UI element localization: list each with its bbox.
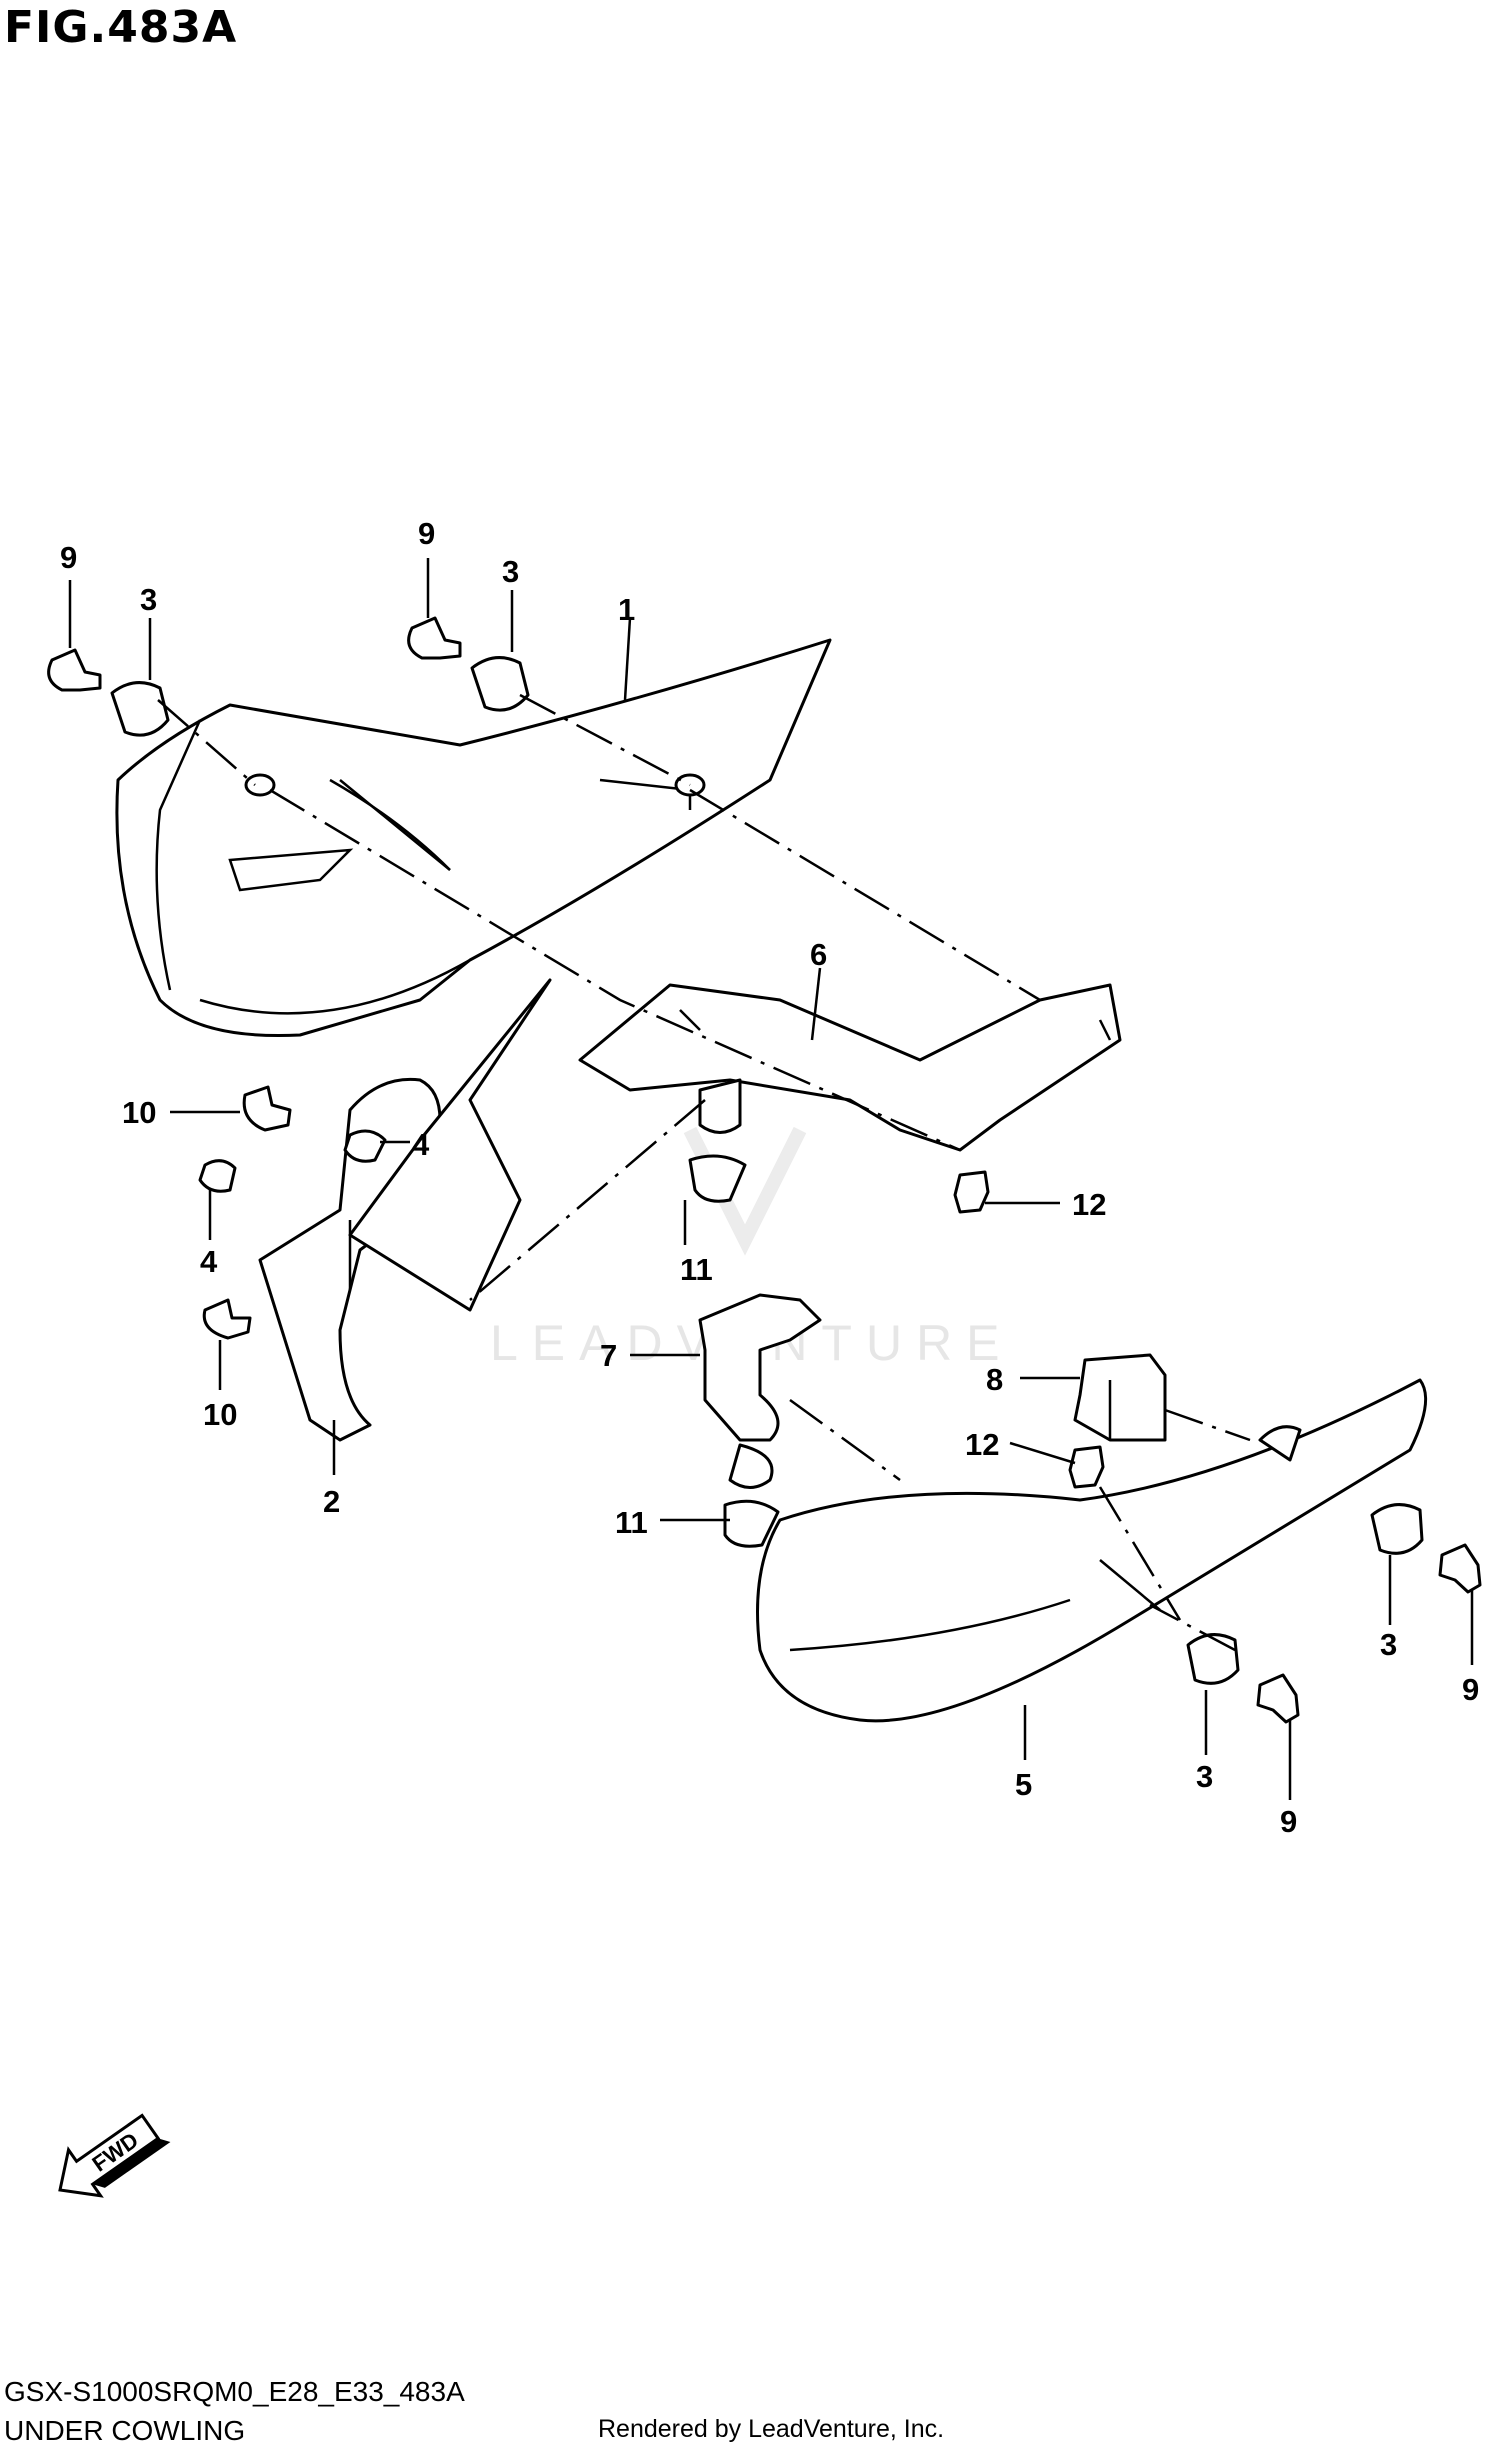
- under-cowling-lower: [756, 1378, 1428, 1723]
- callout-9: 9: [60, 540, 77, 575]
- callout-10: 10: [203, 1397, 237, 1432]
- grommet-3-d: [1186, 1633, 1240, 1685]
- section-name: UNDER COWLING: [4, 2415, 246, 2446]
- screw-9-b: [407, 616, 462, 660]
- nut-4-a: [343, 1129, 387, 1163]
- callout-12: 12: [965, 1427, 999, 1462]
- cushion-11-a: [688, 1154, 747, 1203]
- callout-4: 4: [412, 1127, 430, 1162]
- callout-5: 5: [1015, 1767, 1032, 1802]
- callout-3: 3: [1380, 1627, 1397, 1662]
- callout-11: 11: [615, 1505, 648, 1540]
- grommet-3-a: [110, 681, 170, 737]
- callout-9: 9: [1462, 1672, 1479, 1707]
- callout-9: 9: [418, 516, 435, 551]
- screw-10-b: [202, 1298, 252, 1340]
- callout-1: 1: [618, 592, 635, 627]
- grommet-3-c: [1370, 1503, 1424, 1555]
- callout-3: 3: [140, 582, 157, 617]
- callout-3: 3: [502, 554, 519, 589]
- screw-10-a: [242, 1085, 292, 1132]
- fwd-arrow-icon: FWD: [58, 2113, 171, 2198]
- bracket-6: [578, 983, 1122, 1152]
- callout-10: 10: [122, 1095, 156, 1130]
- under-cowling-upper: [115, 638, 832, 1038]
- alignment-lines: [157, 693, 1251, 1652]
- bolt-12-b: [1068, 1445, 1105, 1489]
- callouts: 1 2 3 3 3 3 4 4 5 6 7 8 9 9 9 9 10 10 11…: [60, 516, 1479, 1839]
- figure-title: FIG.483A: [4, 2, 238, 53]
- cushion-11-b: [723, 1499, 780, 1548]
- callout-11: 11: [680, 1252, 713, 1287]
- screw-9-d: [1256, 1673, 1300, 1724]
- nut-4-b: [198, 1159, 237, 1193]
- callout-4: 4: [200, 1244, 218, 1279]
- bolt-12-a: [953, 1170, 990, 1214]
- grommet-3-b: [470, 656, 530, 712]
- callout-9: 9: [1280, 1804, 1297, 1839]
- callout-2: 2: [323, 1484, 340, 1519]
- render-credit: Rendered by LeadVenture, Inc.: [598, 2415, 945, 2443]
- callout-7: 7: [600, 1338, 617, 1373]
- cover-left: [258, 978, 552, 1442]
- callout-3: 3: [1196, 1759, 1213, 1794]
- screw-9-c: [1438, 1543, 1482, 1594]
- bracket-7: [698, 1293, 822, 1489]
- callout-12: 12: [1072, 1187, 1106, 1222]
- callout-8: 8: [986, 1362, 1003, 1397]
- bracket-8: [1073, 1353, 1167, 1442]
- callout-6: 6: [810, 937, 827, 972]
- model-code: GSX-S1000SRQM0_E28_E33_483A: [4, 2376, 465, 2407]
- leader-lines: [68, 558, 1474, 1800]
- screw-9-a: [47, 648, 102, 692]
